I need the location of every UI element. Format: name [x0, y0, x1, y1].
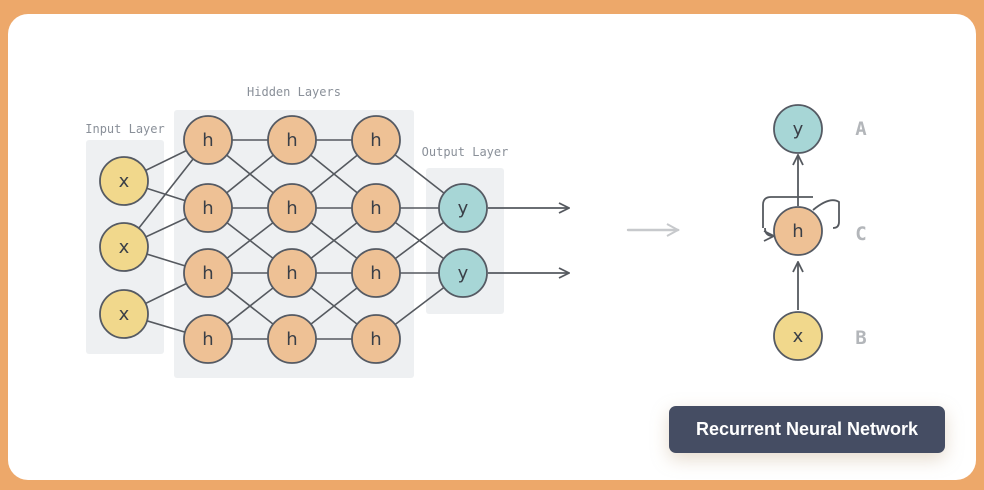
- hidden-3-node-label-3: h: [370, 263, 381, 284]
- input-node-label-3: x: [119, 304, 130, 325]
- rnn-output-node-label: y: [793, 119, 804, 140]
- hidden-1-node-label-3: h: [202, 263, 213, 284]
- rnn-title: Recurrent Neural Network: [695, 419, 919, 439]
- hidden-3-node-3: [351, 248, 401, 298]
- feedforward-nodes: x x x h h h h h h h h h h h h y y: [99, 115, 488, 364]
- hidden-3-node-2: [351, 183, 401, 233]
- hidden-2-node-label-2: h: [286, 198, 297, 219]
- hidden-layers-label: Hidden Layers: [247, 85, 341, 99]
- hidden-2-node-label-4: h: [286, 329, 297, 350]
- rnn-loop-arrowhead: [765, 227, 774, 236]
- rnn-input-node: [773, 311, 823, 361]
- hidden-1-node-1: [183, 115, 233, 165]
- hidden-2-node-4: [267, 314, 317, 364]
- rnn-loop-path: [762, 196, 840, 229]
- diagram-card: Input Layer Hidden Layers Output Layer x…: [8, 14, 976, 480]
- input-node-label-1: x: [119, 171, 130, 192]
- rnn-title-badge: Recurrent Neural Network: [669, 406, 945, 453]
- diagram-canvas: Input Layer Hidden Layers Output Layer x…: [85, 85, 867, 378]
- input-node-3: [99, 289, 149, 339]
- hidden-3-node-1: [351, 115, 401, 165]
- rnn-label-b: B: [855, 327, 866, 349]
- hidden-layers-panel: [174, 110, 414, 378]
- rnn-output-node: [773, 104, 823, 154]
- hidden-3-node-label-4: h: [370, 329, 381, 350]
- hidden-1-node-label-2: h: [202, 198, 213, 219]
- input-node-label-2: x: [119, 237, 130, 258]
- rnn-hidden-node-label: h: [792, 221, 803, 242]
- hidden-1-node-label-1: h: [202, 130, 213, 151]
- hidden-1-node-2: [183, 183, 233, 233]
- hidden-3-node-label-1: h: [370, 130, 381, 151]
- hidden-1-node-3: [183, 248, 233, 298]
- rnn-label-c: C: [855, 223, 866, 245]
- input-layer-label: Input Layer: [85, 122, 164, 136]
- rnn-label-a: A: [855, 118, 867, 140]
- hidden-2-node-label-1: h: [286, 130, 297, 151]
- rnn-hidden-node: [773, 206, 823, 256]
- output-node-2: [438, 248, 488, 298]
- hidden-2-node-1: [267, 115, 317, 165]
- hidden-1-node-4: [183, 314, 233, 364]
- hidden-2-node-label-3: h: [286, 263, 297, 284]
- output-node-1: [438, 183, 488, 233]
- rnn-input-node-label: x: [793, 326, 804, 347]
- output-node-label-2: y: [458, 263, 469, 284]
- input-node-2: [99, 222, 149, 272]
- output-layer-label: Output Layer: [422, 145, 509, 159]
- input-node-1: [99, 156, 149, 206]
- output-node-label-1: y: [458, 198, 469, 219]
- hidden-2-node-3: [267, 248, 317, 298]
- hidden-3-node-label-2: h: [370, 198, 381, 219]
- hidden-3-node-4: [351, 314, 401, 364]
- hidden-1-node-label-4: h: [202, 329, 213, 350]
- hidden-2-node-2: [267, 183, 317, 233]
- rnn-diagram: y h x A C B: [762, 104, 867, 361]
